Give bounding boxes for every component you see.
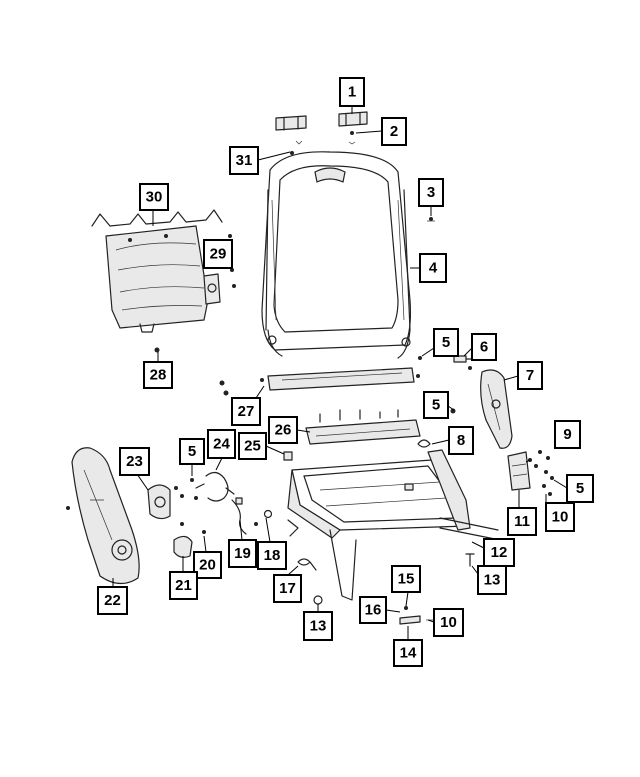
callout-13b-label: 13: [310, 618, 327, 635]
callout-5d-label: 5: [188, 443, 196, 460]
callout-7-label: 7: [526, 367, 534, 384]
callout-1-label: 1: [348, 84, 356, 101]
callout-10a: 10: [545, 502, 575, 532]
callout-6-label: 6: [480, 339, 488, 356]
callout-15: 15: [391, 565, 421, 593]
callout-18-label: 18: [264, 547, 281, 564]
callout-14: 14: [393, 639, 423, 667]
callout-13b: 13: [303, 611, 333, 641]
callout-19-label: 19: [234, 545, 251, 562]
callout-22-label: 22: [104, 592, 121, 609]
callout-10a-label: 10: [552, 509, 569, 526]
callout-5a: 5: [433, 328, 459, 357]
callout-25-label: 25: [244, 438, 261, 455]
part-20: [202, 530, 206, 534]
callout-24: 24: [207, 429, 236, 459]
screws-9-10-parts: [528, 450, 554, 496]
callout-20: 20: [193, 551, 222, 579]
callout-1: 1: [339, 77, 365, 107]
side-shield-part: [480, 369, 513, 449]
callout-12-label: 12: [491, 544, 508, 561]
part-18: [254, 509, 273, 526]
callout-10b-label: 10: [440, 614, 457, 631]
callout-30-label: 30: [146, 189, 163, 206]
recliner-handle-part: [147, 484, 184, 520]
callout-18: 18: [257, 541, 287, 570]
callout-21-label: 21: [175, 577, 192, 594]
callout-4: 4: [419, 253, 447, 283]
callout-21: 21: [169, 571, 198, 600]
callout-29: 29: [203, 239, 233, 269]
callout-10b: 10: [433, 608, 464, 637]
callout-24-label: 24: [213, 436, 230, 453]
clip-hardware: [290, 131, 356, 155]
callout-16: 16: [359, 596, 387, 624]
screw-3-part: [427, 217, 435, 222]
callout-20-label: 20: [199, 557, 216, 574]
callout-11-label: 11: [514, 513, 530, 530]
callout-5b-label: 5: [432, 397, 440, 414]
callout-16-label: 16: [365, 602, 382, 619]
callout-30: 30: [139, 183, 169, 211]
headrest-guide-part: [275, 111, 368, 131]
callout-2: 2: [381, 117, 407, 146]
callout-28-label: 28: [150, 367, 167, 384]
callout-5d: 5: [179, 438, 205, 465]
callout-14-label: 14: [400, 645, 417, 662]
seat-cushion-frame-part: [287, 449, 501, 601]
callout-13a: 13: [477, 565, 507, 595]
callout-5a-label: 5: [442, 334, 450, 351]
callout-27: 27: [231, 397, 261, 426]
callout-8: 8: [448, 426, 474, 455]
callout-5b: 5: [423, 391, 449, 419]
wire-harness-24-part: [190, 471, 235, 502]
callout-11: 11: [507, 507, 537, 536]
mechanism-14-part: [399, 606, 434, 625]
callout-17: 17: [273, 574, 302, 603]
callout-19: 19: [228, 539, 257, 568]
callout-17-label: 17: [279, 580, 296, 597]
callout-5c-label: 5: [576, 480, 584, 497]
callout-3-label: 3: [427, 184, 435, 201]
callout-25: 25: [238, 432, 267, 460]
switch-21-part: [173, 522, 193, 558]
cable-19-part: [231, 497, 247, 535]
callout-8-label: 8: [457, 432, 465, 449]
callout-13a-label: 13: [484, 572, 501, 589]
callout-12: 12: [483, 538, 515, 567]
clip-8-part: [417, 439, 431, 448]
callout-5c: 5: [566, 474, 594, 503]
spring-17-part: [297, 558, 317, 571]
bracket-11-part: [507, 451, 531, 491]
callout-26: 26: [268, 416, 298, 444]
callout-23: 23: [119, 447, 150, 476]
seat-back-frame-part: [261, 151, 412, 359]
callout-29-label: 29: [210, 246, 227, 263]
callout-31: 31: [229, 146, 259, 175]
seat-back-suspension-part: [91, 209, 223, 333]
cross-bar-part: [219, 367, 420, 396]
track-bracket-part: [305, 409, 421, 445]
callout-26-label: 26: [275, 422, 292, 439]
motor-29-part: [203, 234, 236, 305]
callout-27-label: 27: [238, 403, 255, 420]
callout-4-label: 4: [429, 260, 438, 277]
callout-9-label: 9: [563, 426, 571, 443]
callout-7: 7: [517, 361, 543, 390]
callout-23-label: 23: [126, 453, 143, 470]
nut-28-part: [154, 347, 160, 353]
clip-25-part: [283, 451, 293, 461]
outer-trim-panel-part: [66, 447, 140, 585]
callout-15-label: 15: [398, 571, 415, 588]
callout-6: 6: [471, 333, 497, 361]
callout-28: 28: [143, 361, 173, 389]
callout-31-label: 31: [236, 152, 253, 169]
callout-22: 22: [97, 586, 128, 615]
callout-9: 9: [554, 420, 581, 449]
callout-2-label: 2: [390, 123, 398, 140]
callout-3: 3: [418, 178, 444, 207]
